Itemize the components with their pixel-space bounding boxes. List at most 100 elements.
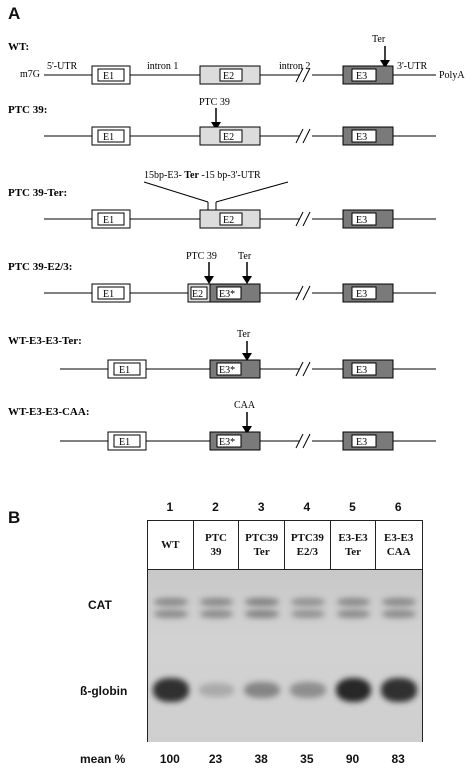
- construct-name: WT-E3-E3-Ter:: [8, 335, 82, 347]
- insert-label: 15bp-E3- Ter -15 bp-3'-UTR: [144, 170, 261, 181]
- globin-band: [153, 678, 189, 702]
- lane-header-text: PTC39: [245, 532, 279, 544]
- panel-a-label: A: [8, 4, 21, 23]
- exon-e3-star: E3*: [219, 289, 235, 300]
- ptc-arrow-icon: [204, 276, 214, 284]
- exon-e1: E1: [119, 437, 130, 448]
- construct-name: PTC 39:: [8, 104, 47, 116]
- mean-value: 38: [254, 752, 268, 766]
- ptc39-label: PTC 39: [186, 251, 217, 262]
- mean-value: 83: [391, 752, 405, 766]
- globin-band: [290, 682, 326, 698]
- lane-header-text: Ter: [253, 546, 270, 558]
- lane-header-text: CAA: [386, 546, 411, 558]
- exon-e3: E3: [356, 215, 367, 226]
- cat-band: [245, 610, 279, 618]
- mean-value: 35: [300, 752, 314, 766]
- ter-arrow-icon: [242, 276, 252, 284]
- exon-e2: E2: [223, 71, 234, 82]
- globin-band: [381, 678, 417, 702]
- lane-header-text: WT: [161, 539, 180, 551]
- construct-wt-e3-e3-caa: WT-E3-E3-CAA: CAA E1 E3* E3: [8, 400, 436, 451]
- exon-e2: E2: [223, 132, 234, 143]
- ptc39-label: PTC 39: [199, 97, 230, 108]
- exon-e3-star: E3*: [219, 365, 235, 376]
- lane-header-text: Ter: [344, 546, 362, 558]
- lane-header-text: E3-E3: [383, 532, 414, 544]
- mean-row-label: mean %: [80, 752, 126, 766]
- cat-row-label: CAT: [88, 598, 112, 612]
- mean-value: 100: [159, 752, 180, 766]
- exon-e1: E1: [103, 215, 114, 226]
- lane-header-text: E3-E3: [338, 532, 368, 544]
- cat-band: [291, 610, 325, 618]
- construct-ptc39: PTC 39: PTC 39 E1 E2 E3: [8, 97, 436, 146]
- lane-header-text: PTC: [204, 532, 227, 544]
- lane-number: 5: [349, 500, 356, 514]
- globin-band: [244, 681, 280, 699]
- cat-band: [199, 598, 234, 606]
- construct-wt: WT: m7G 5'-UTR intron 1 intron 2 Ter 3'-…: [8, 34, 465, 85]
- exon-e3: E3: [356, 365, 367, 376]
- exon-e3-star: E3*: [219, 437, 235, 448]
- ter-arrow-icon: [380, 60, 390, 68]
- caa-label: CAA: [234, 400, 256, 411]
- construct-ptc39-ter: PTC 39-Ter: 15bp-E3- Ter -15 bp-3'-UTR E…: [8, 170, 436, 229]
- exon-e2: E2: [192, 289, 203, 300]
- caa-arrow-icon: [242, 426, 252, 434]
- lane-header-text: E2/3: [296, 546, 319, 558]
- construct-ptc39-e23: PTC 39-E2/3: PTC 39 Ter E1 E2 E3* E3: [8, 251, 436, 303]
- exon-e3: E3: [356, 289, 367, 300]
- cat-band: [154, 610, 188, 618]
- globin-band: [198, 683, 235, 697]
- cat-band: [199, 610, 234, 618]
- lane-header-text: 39: [210, 546, 222, 558]
- exon-e3: E3: [356, 132, 367, 143]
- exon-e2: E2: [223, 215, 234, 226]
- lane-number: 1: [166, 500, 174, 514]
- lane-header: WT: [148, 521, 194, 569]
- three-utr-label: 3'-UTR: [397, 61, 427, 72]
- globin-band: [335, 677, 372, 703]
- exon-e3: E3: [356, 437, 367, 448]
- cat-band: [291, 598, 325, 606]
- cat-band: [336, 598, 371, 606]
- exon-e1: E1: [119, 365, 130, 376]
- construct-name: WT-E3-E3-CAA:: [8, 406, 90, 418]
- globin-row-label: ß-globin: [80, 684, 128, 698]
- blot-gel: [148, 569, 422, 742]
- construct-name: PTC 39-E2/3:: [8, 261, 72, 273]
- lane-header-text: PTC39: [290, 532, 324, 544]
- ter-label: Ter: [372, 34, 386, 45]
- cat-band: [154, 598, 188, 606]
- panel-b-label: B: [8, 508, 21, 527]
- cat-band: [245, 598, 279, 606]
- lane-header: PTC 39: [194, 521, 240, 569]
- mean-value: 90: [345, 752, 360, 766]
- lane-number: 2: [212, 500, 219, 514]
- intron2-label: intron 2: [279, 61, 310, 72]
- exon-e3: E3: [356, 71, 367, 82]
- construct-diagram: WT: m7G 5'-UTR intron 1 intron 2 Ter 3'-…: [8, 34, 465, 451]
- cat-band: [336, 610, 371, 618]
- cat-band: [382, 610, 416, 618]
- m7g-label: m7G: [20, 69, 40, 80]
- construct-name: WT:: [8, 41, 29, 53]
- polya-label: PolyA: [439, 70, 465, 81]
- construct-wt-e3-e3-ter: WT-E3-E3-Ter: Ter E1 E3* E3: [8, 329, 436, 379]
- lane-number: 3: [257, 500, 265, 514]
- intron1-label: intron 1: [147, 61, 178, 72]
- construct-name: PTC 39-Ter:: [8, 187, 67, 199]
- ptc-arrow-icon: [211, 122, 221, 130]
- five-utr-label: 5'-UTR: [47, 61, 77, 72]
- lane-number: 4: [303, 500, 311, 514]
- exon-e1: E1: [103, 132, 114, 143]
- lane-number: 6: [394, 500, 402, 514]
- ter-label: Ter: [237, 329, 251, 340]
- exon-e1: E1: [103, 71, 114, 82]
